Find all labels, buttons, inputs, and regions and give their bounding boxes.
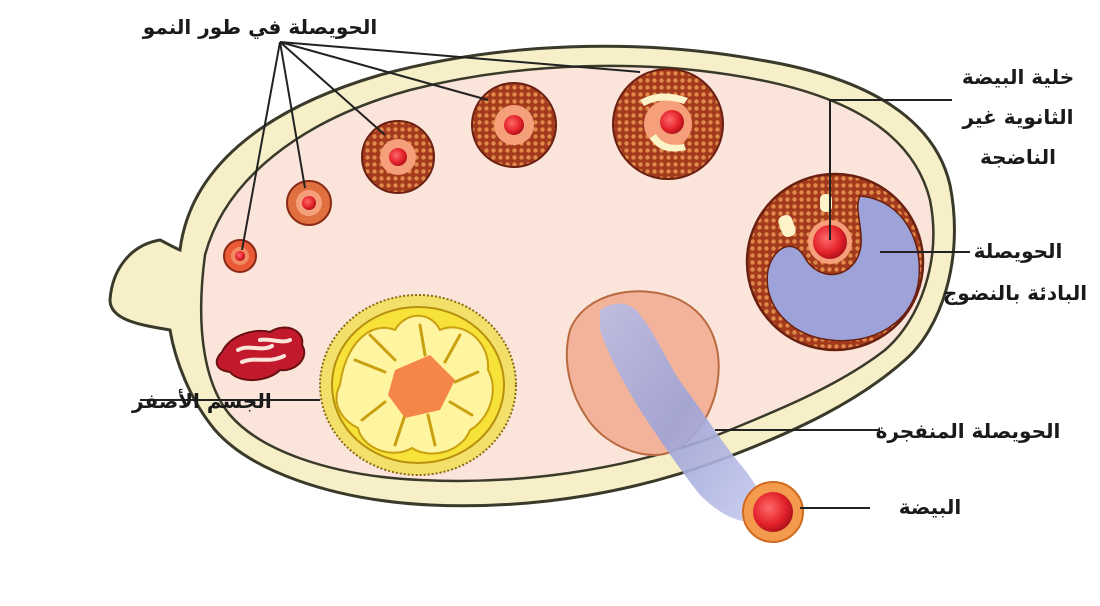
maturing-follicle xyxy=(747,174,923,350)
released-ovum xyxy=(743,482,803,542)
follicle-stage-4 xyxy=(472,83,556,167)
follicle-stage-3 xyxy=(362,121,434,193)
follicle-stage-2 xyxy=(287,181,331,225)
corpus-luteum xyxy=(320,295,516,475)
label-maturing-line2: البادئة بالنضوج xyxy=(943,281,1087,305)
label-oocyte-line3: الناضجة xyxy=(980,145,1056,169)
follicle-stage-5 xyxy=(613,69,723,179)
label-ovum: البيضة xyxy=(899,495,962,519)
follicle-stage-1 xyxy=(224,240,256,272)
label-oocyte-line1: خلية البيضة xyxy=(962,65,1074,89)
label-corpus-luteum: الجسم الأصفر xyxy=(131,388,272,413)
label-maturing-line1: الحويصلة xyxy=(974,239,1063,263)
label-oocyte-line2: الثانوية غير xyxy=(962,105,1074,129)
label-growing-follicles: الحويصلة في طور النمو xyxy=(142,15,377,40)
label-ruptured-follicle: الحويصلة المنفجرة xyxy=(876,419,1061,443)
